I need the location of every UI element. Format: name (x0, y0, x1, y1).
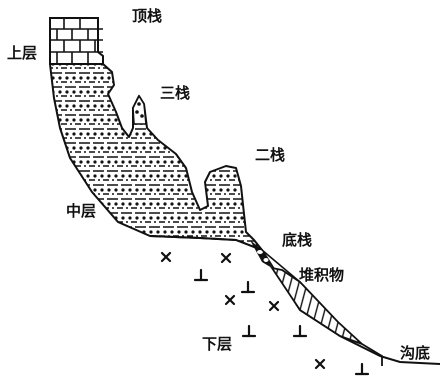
x-symbol (220, 252, 232, 264)
perp-symbol (240, 280, 256, 294)
x-symbol (224, 294, 236, 306)
third-step-spire (132, 94, 147, 125)
x-symbol (268, 300, 280, 312)
bottom-step-nodules (250, 240, 272, 268)
label-top-step: 顶栈 (132, 7, 162, 25)
x-symbol (160, 251, 172, 263)
label-gully-floor: 沟底 (400, 344, 430, 362)
deposit-hatched-wedge (261, 249, 363, 345)
label-upper-layer: 上层 (7, 44, 37, 62)
perp-symbol (241, 324, 257, 338)
label-deposit: 堆积物 (299, 266, 344, 284)
middle-layer-rock (49, 63, 263, 251)
label-lower-layer: 下层 (202, 335, 232, 353)
perp-symbol (193, 268, 209, 282)
label-bottom-step: 底栈 (282, 231, 312, 249)
label-third-step: 三栈 (160, 84, 190, 102)
upper-layer-brick-block (49, 17, 104, 65)
label-second-step: 二栈 (255, 146, 285, 164)
perp-symbol (354, 362, 370, 376)
label-middle-layer: 中层 (66, 202, 96, 220)
perp-symbol (292, 324, 308, 338)
gully-floor (361, 343, 383, 366)
x-symbol (314, 358, 326, 370)
lower-layer-symbols (160, 251, 370, 376)
